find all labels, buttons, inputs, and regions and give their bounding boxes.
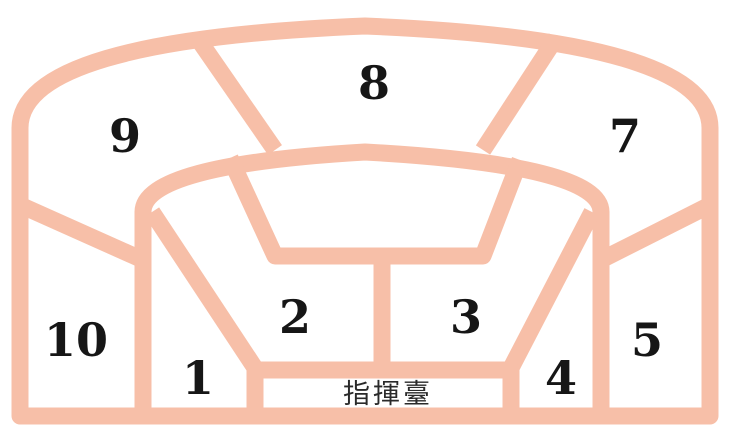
section-label-9: 9 <box>109 109 141 163</box>
divider-9-10 <box>16 197 147 268</box>
section-label-4: 4 <box>545 351 577 405</box>
divider-8-9 <box>189 31 282 155</box>
section-label-8: 8 <box>358 56 390 110</box>
section-label-2: 2 <box>279 290 311 344</box>
podium-label: 指揮臺 <box>343 379 433 410</box>
divider-1-2 <box>144 207 263 373</box>
section-label-5: 5 <box>631 313 663 367</box>
inner-wall <box>134 143 610 416</box>
divider-5-7 <box>597 197 714 268</box>
divider-3-4 <box>503 208 600 372</box>
section-label-10: 10 <box>44 313 108 367</box>
divider-7-8 <box>475 33 564 155</box>
section-label-1: 1 <box>182 351 214 405</box>
inner-upper-area <box>222 154 528 265</box>
section-label-3: 3 <box>450 290 482 344</box>
podium-box <box>246 361 520 416</box>
section-label-7: 7 <box>609 109 641 163</box>
outer-wall <box>11 17 719 425</box>
